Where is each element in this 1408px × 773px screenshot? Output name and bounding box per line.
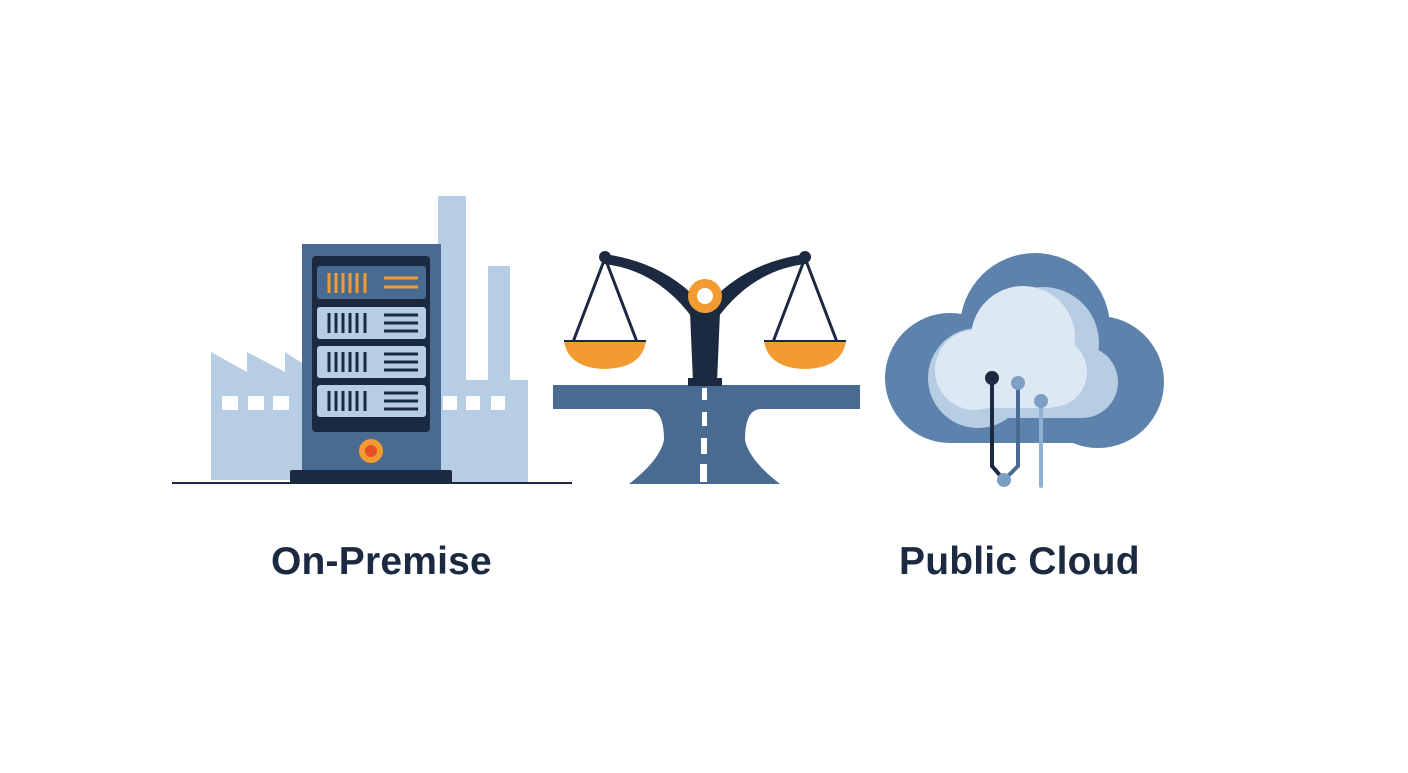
cloud-inner [935, 286, 1087, 410]
server-unit [317, 346, 426, 378]
cloud-network-icon [885, 253, 1164, 488]
server-rack [290, 244, 452, 483]
label-public-cloud: Public Cloud [899, 540, 1140, 583]
server-unit [317, 385, 426, 417]
power-indicator-icon [359, 439, 383, 463]
server-unit [317, 307, 426, 339]
pivot-icon [688, 279, 722, 313]
scale-post [690, 312, 720, 382]
balance-scale-road-icon [553, 251, 860, 484]
factory-server-icon [172, 196, 572, 484]
road-base [553, 385, 860, 484]
scale-pan-left [564, 257, 646, 369]
circuit-nodes [985, 371, 1048, 487]
scale-beam [604, 254, 806, 320]
server-unit-top [317, 266, 426, 299]
factory-silhouette [211, 196, 528, 484]
scale-pan-right [764, 257, 846, 369]
label-on-premise: On-Premise [271, 540, 492, 583]
factory-windows [222, 396, 505, 410]
